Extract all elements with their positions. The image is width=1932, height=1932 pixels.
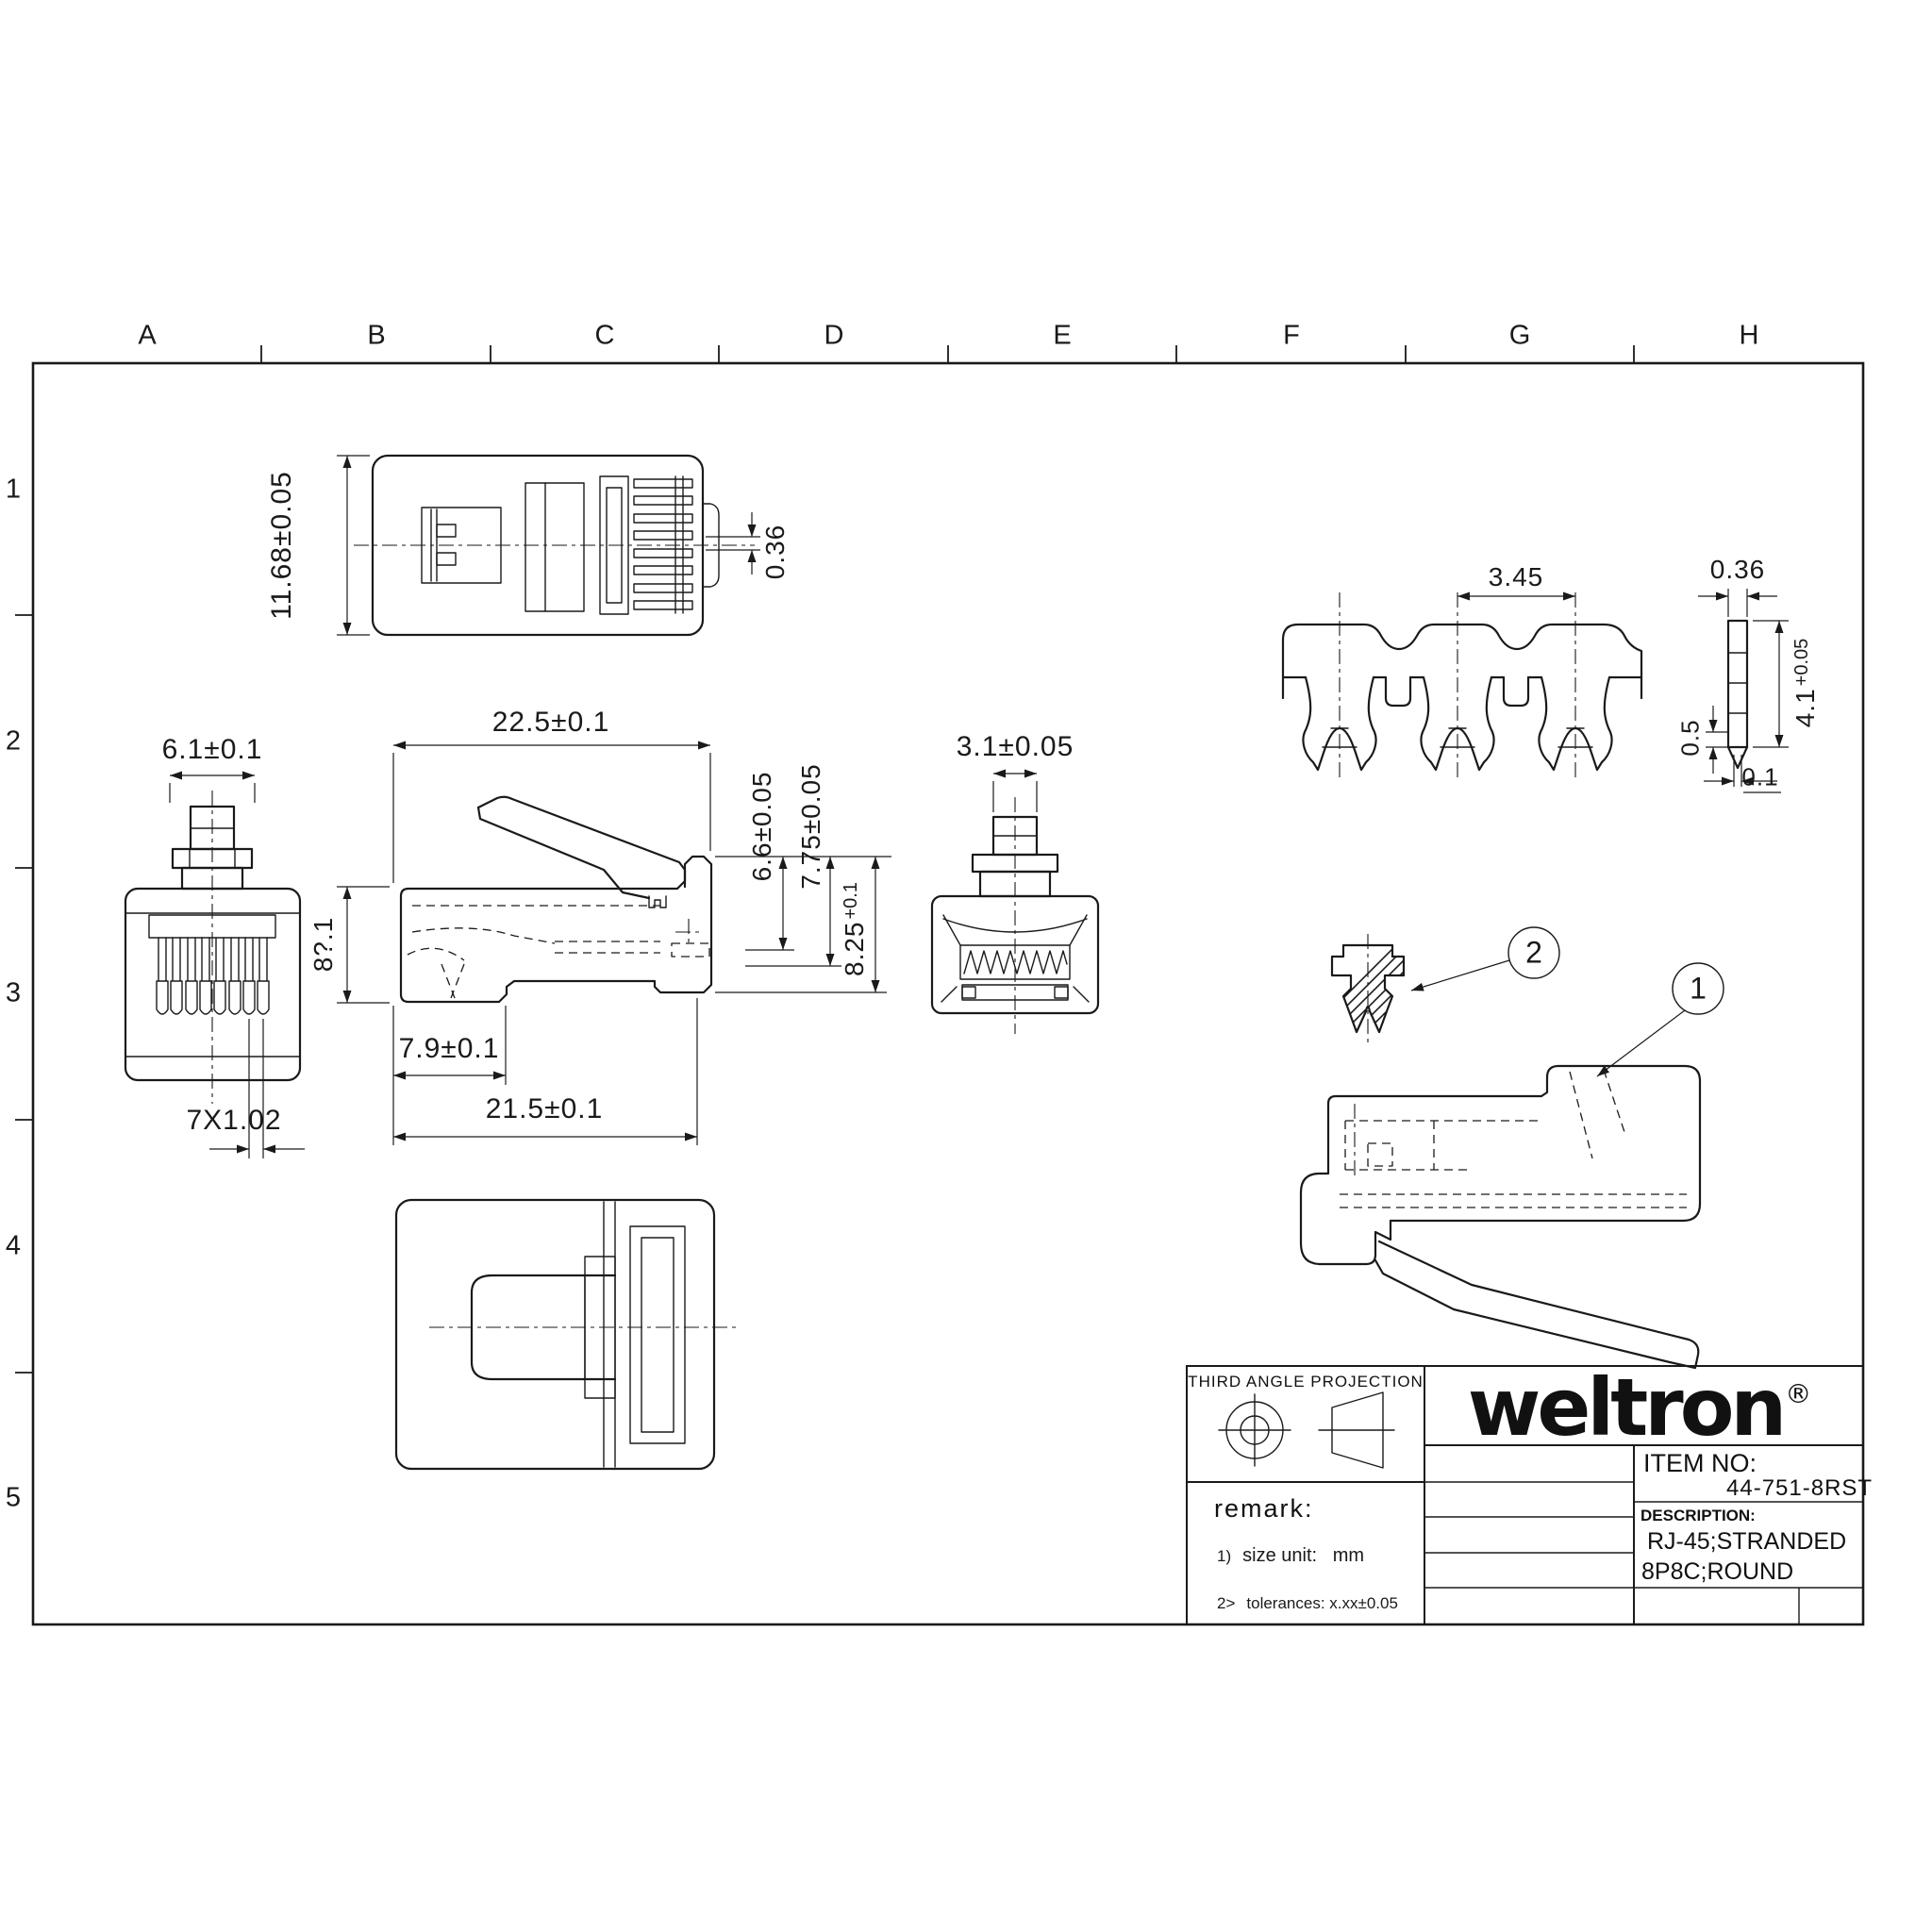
registered-mark: ® [1785,1378,1812,1409]
dim-blade-length-label: 4.1+0.05 [1790,638,1820,728]
balloon-2 [1410,926,1560,991]
grid-row-2: 2 [5,725,22,757]
description-line-1: RJ-45;STRANDED [1647,1528,1847,1555]
description-label: DESCRIPTION: [1641,1507,1756,1524]
connector-outline-detail [1299,1064,1702,1370]
dim-tip-height-label: 0.5 [1675,719,1705,757]
dim-h2-label: 7.75±0.05 [796,763,825,890]
rear-view [930,769,1100,1034]
contact-piece-detail [1330,934,1406,1047]
dim-h3-label: 8.25+0.1 [840,882,869,976]
item-no-label: ITEM NO: [1643,1449,1757,1477]
grid-col-b: B [367,320,386,351]
grid-col-f: F [1283,320,1300,351]
sheet-frame [15,345,1865,1626]
bottom-view [394,1198,741,1471]
side-view [337,741,891,1145]
dim-cable-width-label: 3.1±0.05 [956,731,1074,762]
dim-boot-length-label: 7.9±0.1 [398,1033,500,1064]
dim-latch-length-label: 21.5±0.1 [485,1093,604,1124]
balloon-1 [1596,962,1724,1077]
dim-body-height-label: 11.68±0.05 [266,471,297,620]
brand-logo: weltron® [1467,1361,1812,1454]
grid-row-3: 3 [5,977,22,1008]
grid-col-e: E [1053,320,1072,351]
grid-col-c: C [594,320,615,351]
balloon-1-number: 1 [1690,971,1707,1006]
item-no-value: 44-751-8RST [1726,1475,1874,1501]
dim-h1-label: 6.6±0.05 [747,771,776,882]
remark-line-2: 2>tolerances: x.xx±0.05 [1217,1594,1398,1612]
title-block-grid [1186,1365,1864,1625]
dim-pitch-label: 3.45 [1488,562,1544,591]
grid-row-5: 5 [5,1482,22,1513]
third-angle-projection-symbol [1218,1391,1395,1469]
grid-col-a: A [138,320,157,351]
balloon-2-number: 2 [1525,935,1542,970]
front-view [124,771,305,1158]
dim-contact-width-label: 0.36 [760,524,790,580]
description-line-2: 8P8C;ROUND [1641,1558,1794,1585]
grid-col-g: G [1508,320,1531,351]
contact-strip-detail [1281,591,1643,777]
dim-plug-width-label: 6.1±0.1 [161,734,263,765]
grid-row-4: 4 [5,1230,22,1261]
grid-col-h: H [1739,320,1759,351]
dim-tip-width-label: 0.1 [1741,762,1779,791]
dim-total-length-label: 22.5±0.1 [491,707,610,738]
dim-side-height-label: 8?.1 [308,916,338,973]
grid-col-d: D [824,320,844,351]
remark-title: remark: [1214,1494,1314,1523]
grid-row-1: 1 [5,474,22,505]
dim-blade-width-label: 0.36 [1709,555,1766,584]
projection-label: THIRD ANGLE PROJECTION [1188,1373,1424,1391]
remark-line-1: 1)size unit: mm [1217,1545,1365,1566]
top-view [337,454,760,637]
dim-pin-pitch-label: 7X1.02 [186,1105,282,1136]
blade-detail [1698,589,1789,793]
